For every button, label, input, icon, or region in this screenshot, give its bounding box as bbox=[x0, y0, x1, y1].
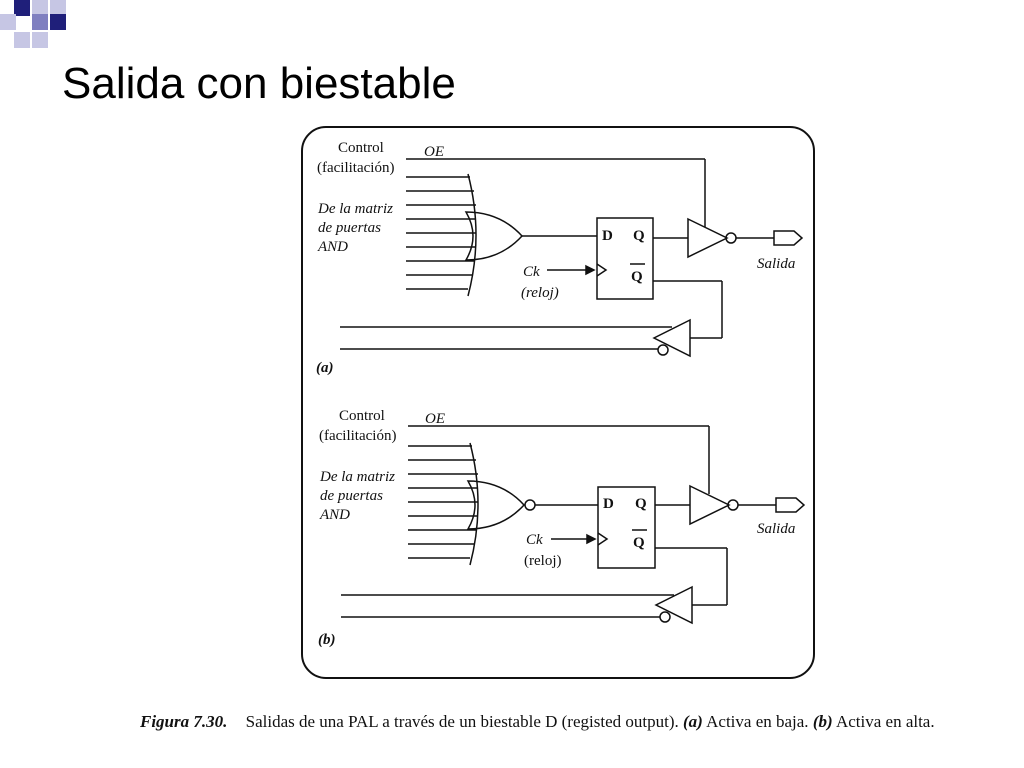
deco-square bbox=[50, 0, 66, 16]
clock-label: Ck bbox=[526, 532, 543, 548]
output-label: Salida bbox=[757, 256, 795, 272]
matrix-label: De la matriz bbox=[319, 469, 395, 485]
feedback-buffer bbox=[654, 585, 693, 625]
matrix-label: AND bbox=[317, 239, 348, 255]
clock-arrow bbox=[585, 264, 596, 276]
clock-arrow bbox=[586, 533, 597, 545]
deco-square bbox=[32, 32, 48, 48]
caption-label-b: (b) bbox=[812, 712, 833, 731]
matrix-label: de puertas bbox=[318, 220, 381, 236]
output-inverter bbox=[689, 484, 731, 526]
matrix-label: AND bbox=[319, 507, 350, 523]
clock-sub-label: (reloj) bbox=[521, 285, 559, 301]
slide-title: Salida con biestable bbox=[62, 59, 456, 108]
deco-square bbox=[32, 14, 48, 30]
deco-square bbox=[32, 0, 48, 16]
or-gate bbox=[464, 211, 524, 261]
panel-a-labels: Control (facilitación) OE De la matriz d… bbox=[316, 140, 795, 376]
figure-caption: Figura 7.30. Salidas de una PAL a través… bbox=[140, 708, 990, 735]
oe-label: OE bbox=[424, 144, 444, 160]
caption-text-a: Activa en baja. bbox=[706, 712, 809, 731]
ff-qbar-label: Q bbox=[633, 535, 645, 551]
ff-q-label: Q bbox=[635, 496, 647, 512]
matrix-label: de puertas bbox=[320, 488, 383, 504]
or-gate bbox=[466, 480, 526, 530]
control-sub-label: (facilitación) bbox=[317, 160, 394, 176]
deco-square bbox=[50, 14, 66, 30]
ff-d-label: D bbox=[603, 496, 614, 512]
clock-label: Ck bbox=[523, 264, 540, 280]
output-label: Salida bbox=[757, 521, 795, 537]
deco-square bbox=[0, 14, 16, 30]
figure-frame bbox=[301, 126, 815, 679]
control-label: Control bbox=[339, 408, 385, 424]
caption-text-b: Activa en alta. bbox=[835, 712, 935, 731]
output-pin bbox=[773, 230, 804, 246]
panel-b bbox=[341, 425, 806, 625]
deco-square bbox=[14, 0, 30, 16]
clock-triangle bbox=[596, 263, 608, 277]
input-bus-curve bbox=[469, 442, 479, 566]
panel-a bbox=[340, 158, 804, 358]
inversion-bubble bbox=[657, 344, 669, 356]
panel-label: (b) bbox=[318, 632, 336, 648]
caption-label-a: (a) bbox=[682, 712, 703, 731]
ff-d-label: D bbox=[602, 228, 613, 244]
deco-square bbox=[14, 32, 30, 48]
ff-q-label: Q bbox=[633, 228, 645, 244]
panel-b-labels: Control (facilitación) OE De la matriz d… bbox=[318, 408, 795, 648]
control-sub-label: (facilitación) bbox=[319, 428, 396, 444]
clock-triangle bbox=[597, 532, 609, 546]
oe-label: OE bbox=[425, 411, 445, 427]
clock-sub-label: (reloj) bbox=[524, 553, 561, 569]
inversion-bubble bbox=[524, 499, 536, 511]
input-bus-curve bbox=[467, 173, 477, 297]
d-flip-flop bbox=[597, 486, 656, 569]
ff-qbar-label: Q bbox=[631, 269, 643, 285]
d-flip-flop bbox=[596, 217, 654, 300]
matrix-label: De la matriz bbox=[317, 201, 393, 217]
output-inverter bbox=[687, 217, 729, 259]
output-pin bbox=[775, 497, 806, 513]
caption-text: Salidas de una PAL a través de un biesta… bbox=[245, 712, 679, 731]
control-label: Control bbox=[338, 140, 384, 156]
feedback-buffer bbox=[652, 318, 691, 358]
panel-label: (a) bbox=[316, 360, 334, 376]
corner-decoration bbox=[0, 0, 66, 48]
inversion-bubble bbox=[659, 611, 671, 623]
figure-number: Figura 7.30. bbox=[140, 712, 228, 731]
